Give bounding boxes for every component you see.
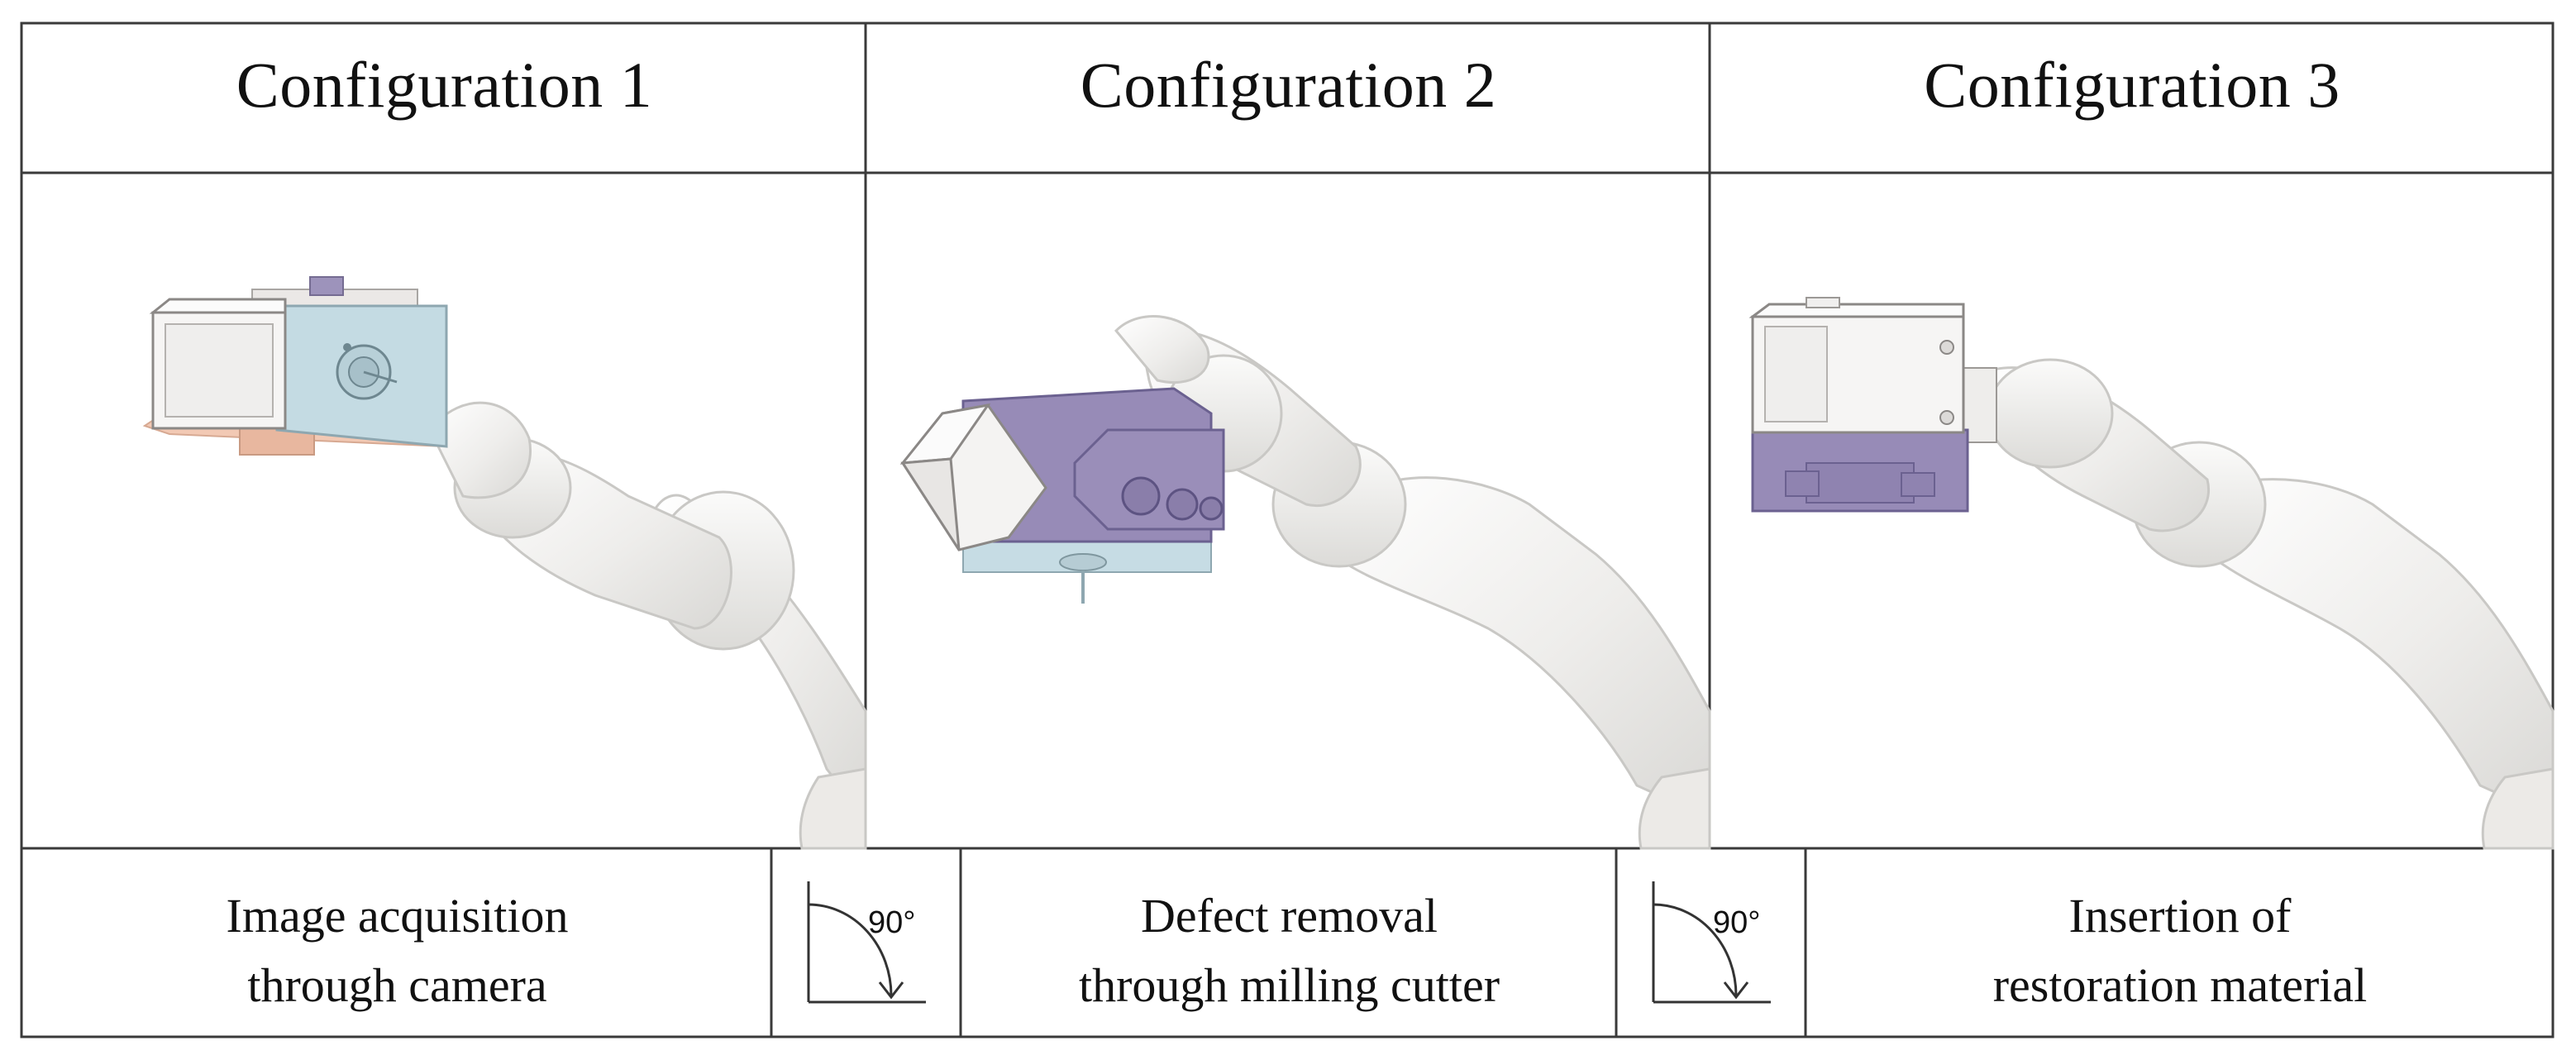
configuration-1-title: Configuration 1 (236, 49, 653, 121)
robot-arm (1114, 315, 1711, 850)
robot-arm-configuration-1 (142, 276, 867, 850)
camera-module (142, 276, 448, 456)
rotation-90-icon (807, 881, 926, 1004)
caption-line: Defect removal (1140, 889, 1438, 943)
configuration-2-caption: Defect removal through milling cutter (962, 852, 1616, 1050)
configuration-3-title: Configuration 3 (1924, 49, 2340, 121)
caption-line: through camera (247, 958, 547, 1012)
caption-line: restoration material (1992, 958, 2368, 1012)
caption-line: through milling cutter (1078, 958, 1500, 1012)
robot-arm-configuration-2 (899, 315, 1711, 850)
caption-line: Insertion of (2068, 889, 2292, 943)
rotation-90-icon (1652, 881, 1771, 1004)
restoration-module (1748, 297, 1997, 513)
configuration-1-caption: Image acquisition through camera (23, 852, 771, 1050)
caption-line: Image acquisition (226, 889, 569, 943)
robot-arm (1982, 358, 2555, 850)
rotation-angle-label: 90° (868, 905, 915, 940)
configuration-2-title: Configuration 2 (1080, 49, 1497, 121)
robot-arm-configuration-3 (1748, 297, 2555, 850)
milling-module (899, 387, 1225, 604)
robot-arm (428, 401, 867, 850)
configuration-3-caption: Insertion of restoration material (1807, 852, 2553, 1050)
rotation-angle-label: 90° (1713, 905, 1760, 940)
